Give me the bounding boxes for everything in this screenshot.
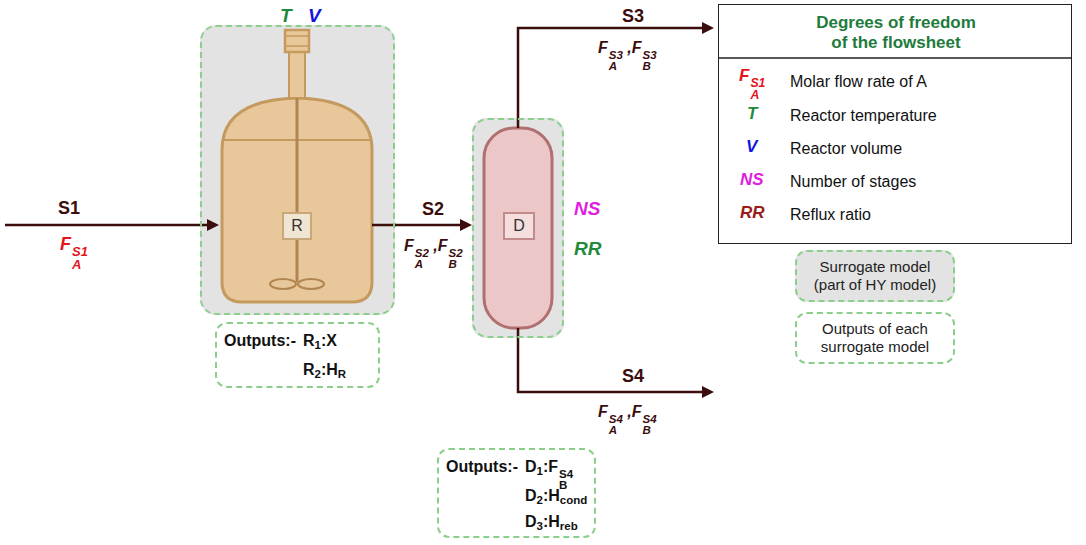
unit-letter: R [291, 216, 303, 235]
stream-variables: FAS1 [60, 234, 88, 272]
table-symbol: T [747, 104, 757, 124]
table-description: Reactor volume [790, 139, 902, 158]
motor-lines [285, 36, 309, 46]
arrow-head [207, 219, 219, 231]
outputs-box: Outputs:- R1:X R2:HR [215, 322, 380, 388]
distillation-column [484, 128, 552, 328]
surrogate-fill [200, 25, 395, 315]
reactor-vessel [222, 98, 372, 302]
stream-line [372, 224, 396, 227]
stream-name: S4 [622, 366, 644, 388]
table-heading: Degrees of freedom of the flowsheet [806, 13, 986, 54]
variable-symbol: V [308, 5, 321, 28]
arrow-head [702, 386, 714, 398]
stream-line [395, 224, 462, 227]
legend-text: Surrogate model (part of HY model) [803, 258, 947, 294]
surrogate-fill [472, 118, 564, 338]
motor-support [289, 52, 305, 98]
surrogate-region: TVR [200, 25, 395, 315]
output-item: D2:Hcond [525, 486, 587, 505]
arrow-head [460, 219, 472, 231]
motor [285, 30, 309, 52]
arrow-head [702, 22, 714, 34]
legend-sample: Outputs of each surrogate model [795, 312, 955, 364]
stream-variables: FAS3 ,FBS3 [598, 38, 657, 73]
variable-symbol: RR [574, 238, 601, 261]
outputs-heading: Outputs:- [446, 457, 518, 476]
table-symbol: FAS1 [739, 66, 765, 102]
unit-box: R [282, 212, 312, 240]
table-symbol: NS [740, 170, 764, 190]
stream-connector [395, 219, 472, 231]
stirrer-shaft [296, 98, 299, 282]
table-description: Reactor temperature [790, 106, 937, 125]
table-symbol: RR [740, 203, 765, 223]
table-description: Number of stages [790, 172, 916, 191]
stream-line [518, 28, 704, 128]
unit-letter: D [513, 216, 525, 235]
stream-name: S1 [58, 198, 80, 220]
legend-swatch: Surrogate model (part of HY model) [795, 250, 955, 302]
table-description: Reflux ratio [790, 205, 871, 224]
outputs-box: Outputs:- D1:FBS4D2:HcondD3:Hreb [437, 448, 596, 538]
table-rule [718, 57, 1072, 59]
table-description: Molar flow rate of A [790, 72, 927, 91]
table-symbol: V [746, 137, 757, 157]
output-item: D3:Hreb [525, 512, 578, 531]
stream-variables: FAS4 ,FBS4 [598, 402, 657, 437]
stream-name: S2 [422, 199, 444, 221]
output-item: R2:HR [303, 360, 346, 379]
outputs-heading: Outputs:- [224, 331, 296, 350]
variable-symbol: NS [574, 198, 600, 221]
stream-name: S3 [622, 6, 644, 28]
output-item: D1:FBS4 [525, 457, 573, 492]
legend-text: Outputs of each surrogate model [803, 320, 947, 356]
stream-line [5, 224, 210, 227]
surrogate-region: NSRRD [472, 118, 564, 338]
impeller-blade [298, 279, 324, 289]
stream-variables: FAS2 ,FBS2 [404, 236, 463, 271]
variable-symbol: T [280, 5, 292, 28]
output-item: R1:X [303, 331, 337, 350]
unit-box: D [503, 212, 535, 240]
impeller-blade [270, 279, 296, 289]
